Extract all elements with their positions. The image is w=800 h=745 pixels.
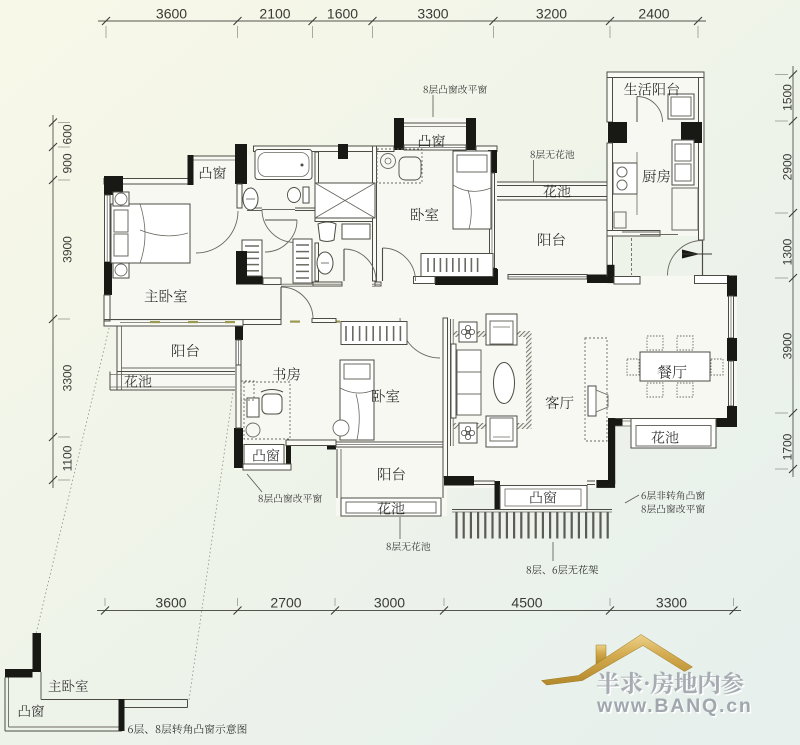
svg-text:3300: 3300 bbox=[656, 595, 687, 611]
svg-text:2700: 2700 bbox=[270, 595, 301, 611]
svg-text:3000: 3000 bbox=[374, 595, 405, 611]
svg-text:1600: 1600 bbox=[327, 6, 358, 22]
svg-text:1700: 1700 bbox=[781, 433, 795, 460]
svg-text:600: 600 bbox=[61, 124, 75, 144]
svg-text:1500: 1500 bbox=[781, 84, 795, 111]
svg-text:3200: 3200 bbox=[536, 6, 567, 22]
svg-text:900: 900 bbox=[61, 153, 75, 173]
svg-text:www.BANQ.cn: www.BANQ.cn bbox=[596, 695, 753, 717]
svg-text:4500: 4500 bbox=[511, 595, 542, 611]
svg-text:3300: 3300 bbox=[417, 6, 448, 22]
svg-text:3600: 3600 bbox=[156, 6, 187, 22]
svg-text:2400: 2400 bbox=[638, 6, 669, 22]
svg-text:3600: 3600 bbox=[155, 595, 186, 611]
svg-text:www.BANQ.cn: www.BANQ.cn bbox=[598, 697, 755, 719]
svg-text:3900: 3900 bbox=[61, 236, 75, 263]
svg-text:1100: 1100 bbox=[61, 445, 75, 471]
svg-text:3300: 3300 bbox=[61, 364, 75, 391]
svg-text:2100: 2100 bbox=[259, 6, 290, 22]
svg-text:1300: 1300 bbox=[781, 238, 795, 265]
svg-text:2900: 2900 bbox=[781, 153, 795, 180]
svg-text:3900: 3900 bbox=[781, 332, 795, 359]
